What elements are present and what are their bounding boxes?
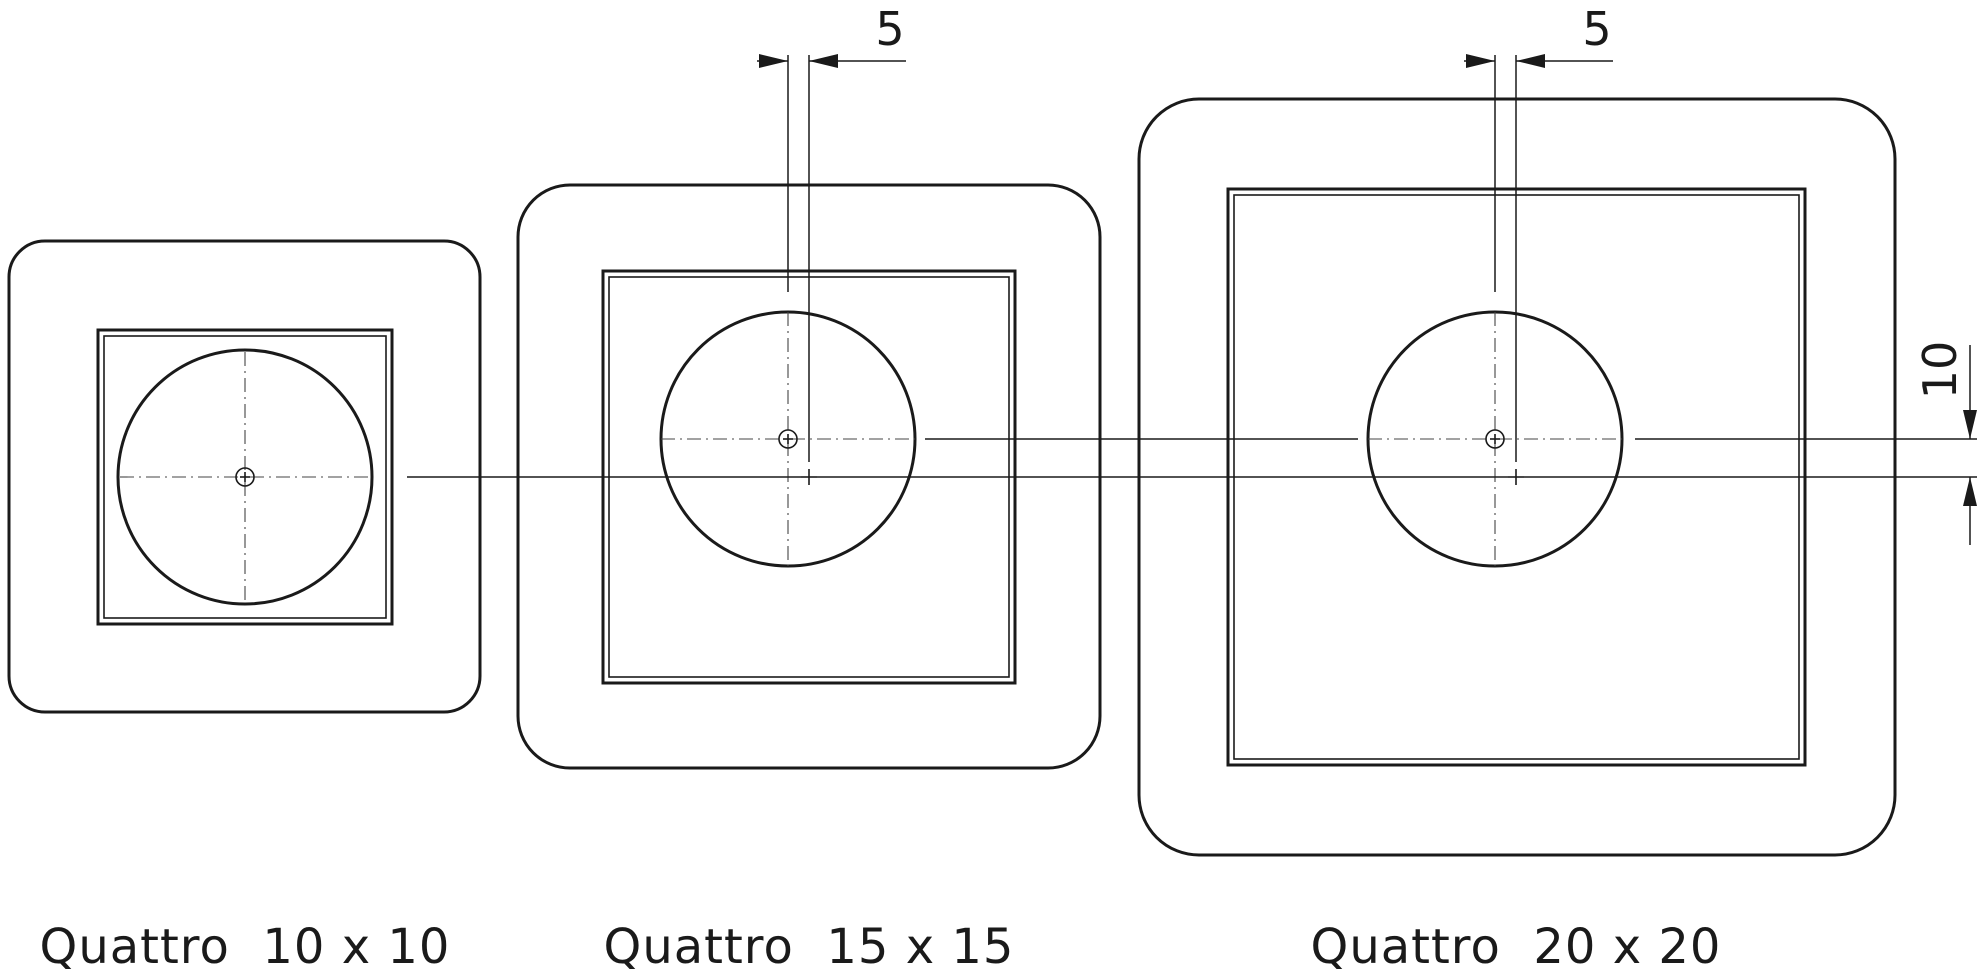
dim-15-arrow-left xyxy=(759,54,788,68)
frame-10x10-inner-line xyxy=(103,335,387,619)
caption-15x15: Quattro 15 x 15 xyxy=(604,919,1015,975)
frame-10x10-circle xyxy=(116,348,374,606)
dim-10-arrow-top xyxy=(1963,410,1977,439)
dimension-vertical-offset: 10 xyxy=(1913,341,1977,545)
dim-10-label: 10 xyxy=(1913,341,1967,400)
dim-15-arrow-right xyxy=(809,54,838,68)
caption-10x10: Quattro 10 x 10 xyxy=(40,919,451,975)
dim-20-arrow-right xyxy=(1516,54,1545,68)
reference-lines xyxy=(407,438,1977,478)
frame-20x20-center-mark xyxy=(1485,429,1505,449)
frame-10x10-inner xyxy=(96,328,394,626)
dim-15-label: 5 xyxy=(875,2,904,56)
dimension-offset-20: 5 xyxy=(1464,2,1613,462)
dim-10-arrow-bottom xyxy=(1963,477,1977,506)
frame-10x10-center-mark xyxy=(235,467,255,487)
dim-20-label: 5 xyxy=(1582,2,1611,56)
frame-15x15-center-mark xyxy=(778,429,798,449)
dimension-offset-15: 5 xyxy=(757,2,906,462)
caption-20x20: Quattro 20 x 20 xyxy=(1311,919,1722,975)
dim-20-arrow-left xyxy=(1466,54,1495,68)
